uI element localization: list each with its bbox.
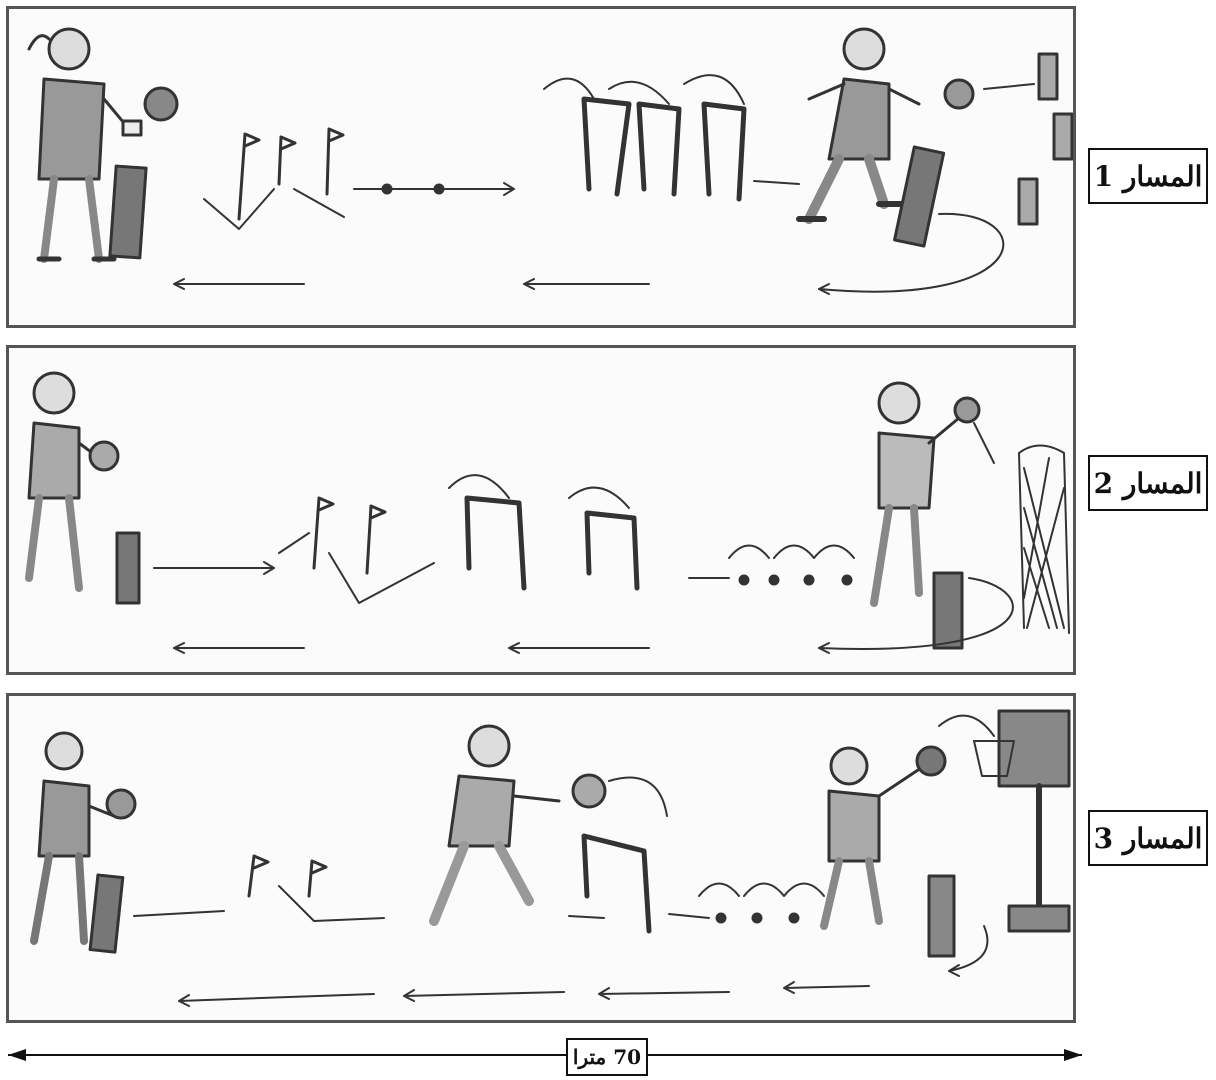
return-arrow bbox=[523, 278, 650, 290]
hurdle bbox=[581, 833, 652, 934]
return-arrow bbox=[783, 981, 870, 994]
ball bbox=[953, 396, 981, 424]
hurdles bbox=[543, 74, 747, 202]
track-2-drawing bbox=[25, 371, 1070, 654]
flags-slalom bbox=[247, 854, 385, 922]
flags-slalom bbox=[203, 127, 345, 230]
turn-block bbox=[927, 874, 956, 958]
player-start-figure bbox=[27, 27, 143, 263]
dribble-arrow bbox=[568, 915, 605, 919]
dribble-arrow bbox=[133, 910, 225, 917]
player-thrower-figure bbox=[796, 27, 921, 224]
dribble-arrow bbox=[668, 913, 710, 919]
ball-markers bbox=[728, 544, 855, 586]
return-arrow bbox=[818, 642, 830, 654]
player-start-figure bbox=[25, 371, 101, 592]
return-curve bbox=[818, 577, 1014, 650]
track-3-panel bbox=[6, 693, 1076, 1023]
return-arrow bbox=[598, 987, 730, 1000]
bottle-targets bbox=[1017, 52, 1073, 226]
return-arrow bbox=[508, 642, 650, 654]
track-3-drawing bbox=[30, 709, 1071, 1007]
start-block bbox=[88, 873, 125, 954]
ball-markers bbox=[698, 882, 825, 924]
track-1-drawing bbox=[27, 27, 1073, 295]
return-curve bbox=[818, 212, 1005, 293]
distance-arrow bbox=[8, 1049, 1082, 1061]
ball bbox=[915, 745, 947, 777]
player-middle-figure bbox=[429, 724, 561, 926]
return-arrow bbox=[178, 993, 375, 1007]
distance-label: 70 مترا bbox=[566, 1038, 648, 1076]
ball bbox=[943, 78, 975, 110]
player-shooter-figure bbox=[820, 746, 926, 930]
marker bbox=[381, 183, 393, 195]
return-arrow bbox=[173, 642, 305, 654]
hurdles bbox=[448, 474, 640, 591]
return-arrow bbox=[403, 989, 565, 1002]
basketball-hoop bbox=[973, 709, 1071, 933]
return-arrow bbox=[818, 283, 830, 295]
ball bbox=[143, 86, 179, 122]
ball bbox=[571, 773, 607, 809]
track-2-panel bbox=[6, 345, 1076, 675]
move-arrow bbox=[753, 180, 800, 185]
turn-block bbox=[893, 145, 946, 248]
throw-arrow bbox=[608, 776, 668, 817]
throw-arrow bbox=[983, 83, 1035, 90]
player-thrower-figure bbox=[870, 381, 961, 607]
start-block bbox=[108, 164, 148, 260]
return-curve bbox=[948, 925, 989, 977]
track-3-label: المسار 3 bbox=[1088, 810, 1208, 866]
goal-net bbox=[1018, 444, 1070, 634]
throw-arrow bbox=[973, 422, 995, 464]
ball bbox=[88, 440, 120, 472]
flags-slalom bbox=[278, 496, 435, 604]
player-start-figure bbox=[30, 731, 116, 945]
track-1-panel bbox=[6, 6, 1076, 328]
track-1-label: المسار 1 bbox=[1088, 148, 1208, 204]
marker bbox=[433, 183, 445, 195]
ball bbox=[105, 788, 137, 820]
return-arrow bbox=[173, 278, 305, 290]
dribble-arrow bbox=[153, 561, 275, 575]
turn-block bbox=[932, 571, 964, 650]
shot-arrow bbox=[938, 714, 995, 737]
track-2-label: المسار 2 bbox=[1088, 455, 1208, 511]
start-block bbox=[115, 531, 141, 605]
